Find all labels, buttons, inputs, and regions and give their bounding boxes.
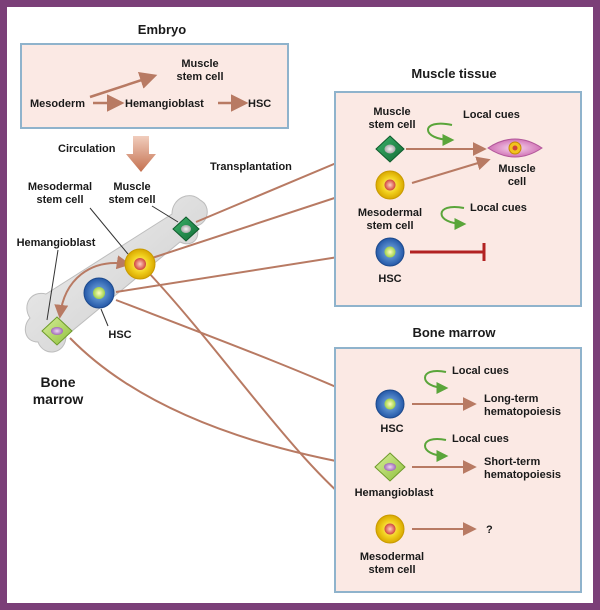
arrow-mesodermal-to-muscle-tissue [151,183,371,259]
bone-marrow-box [334,347,582,593]
circulation-arrow [126,136,156,172]
bone-hemangioblast-label: Hemangioblast [17,237,96,249]
mt-mesodermal-label-2: stem cell [366,220,413,232]
bone-marrow-label-2: marrow [33,391,84,407]
mt-mesodermal-stem-cell [375,170,405,200]
mt-local-cues-1: Local cues [463,109,520,121]
embryo-title: Embryo [138,22,186,37]
bone-mesodermal-label-1: Mesodermal [28,181,92,193]
arrow-mesodermal-hemangioblast [54,255,131,319]
mt-local-cues-2: Local cues [470,202,527,214]
bm-local-cues-2: Local cues [452,433,509,445]
bone-muscle-label-1: Muscle [113,181,150,193]
bone-hsc [83,277,115,309]
transplantation-label: Transplantation [210,161,292,173]
bm-short-term-1: Short-term [484,456,540,468]
bone-hsc-label: HSC [108,329,131,341]
embryo-hsc-label: HSC [248,98,271,110]
mt-arrow-mesodermal-to-cell [411,156,491,184]
bm-mesodermal-label-1: Mesodermal [360,551,424,563]
arrow-mesoderm-to-muscle [89,72,158,99]
bone-muscle-stem-cell [172,216,200,242]
leader-hemangioblast [46,249,59,321]
leader-mesodermal [89,207,129,255]
bm-hsc [375,389,405,419]
bone-marrow-title: Bone marrow [412,325,496,340]
mt-muscle-cell-label-1: Muscle [498,163,535,175]
arrow-hsc-to-bone-marrow [115,299,373,404]
mt-muscle-label-1: Muscle [373,106,410,118]
bone-hemangioblast [41,316,73,346]
embryo-box [20,43,289,129]
embryo-hemangioblast-label: Hemangioblast [125,98,204,110]
mt-hsc-label: HSC [378,273,401,285]
leader-muscle [151,205,179,223]
leader-hsc [100,308,109,327]
embryo-panel: Embryo Muscle stem cell Mesoderm Hemangi… [20,22,289,129]
mt-hsc [375,237,405,267]
bone-mesodermal-label-2: stem cell [36,194,83,206]
bone-mesodermal-stem-cell [124,248,156,280]
arrow-hemangioblast-to-bone-marrow [69,337,371,473]
mt-muscle-label-2: stem cell [368,119,415,131]
bm-mesodermal-label-2: stem cell [368,564,415,576]
embryo-mesoderm-label: Mesoderm [30,98,85,110]
bm-long-term-2: hematopoiesis [484,406,561,418]
arrow-hsc-to-muscle-tissue [115,246,373,293]
mt-muscle-cell-label-2: cell [508,176,526,188]
muscle-tissue-title: Muscle tissue [411,66,496,81]
bm-local-cues-loop-2 [424,437,449,462]
bm-hemangioblast-label: Hemangioblast [355,487,434,499]
mt-local-cues-loop-1 [427,122,455,146]
mt-local-cues-loop-2 [440,205,467,230]
bm-mesodermal-stem-cell [375,514,405,544]
muscle-tissue-panel: Muscle tissue Muscle stem cell Local cue… [334,66,582,307]
mt-muscle-cell [487,138,543,158]
bone-muscle-label-2: stem cell [108,194,155,206]
bone-marrow-panel: Bone marrow Local cues HSC Long-term hem… [334,325,582,593]
bm-short-term-2: hematopoiesis [484,469,561,481]
bm-local-cues-1: Local cues [452,365,509,377]
bm-hsc-label: HSC [380,423,403,435]
bone-marrow-label-1: Bone [41,374,76,390]
embryo-muscle-stem-cell-line2: stem cell [176,71,223,83]
bm-long-term-1: Long-term [484,393,539,405]
bm-unknown-fate: ? [486,524,493,536]
muscle-tissue-box [334,91,582,307]
bm-hemangioblast [374,452,406,482]
mt-muscle-stem-cell [375,135,405,163]
embryo-muscle-stem-cell-line1: Muscle [181,58,218,70]
mt-mesodermal-label-1: Mesodermal [358,207,422,219]
bm-local-cues-loop-1 [424,369,449,394]
circulation-label: Circulation [58,143,116,155]
transplant-arrows [54,145,377,524]
